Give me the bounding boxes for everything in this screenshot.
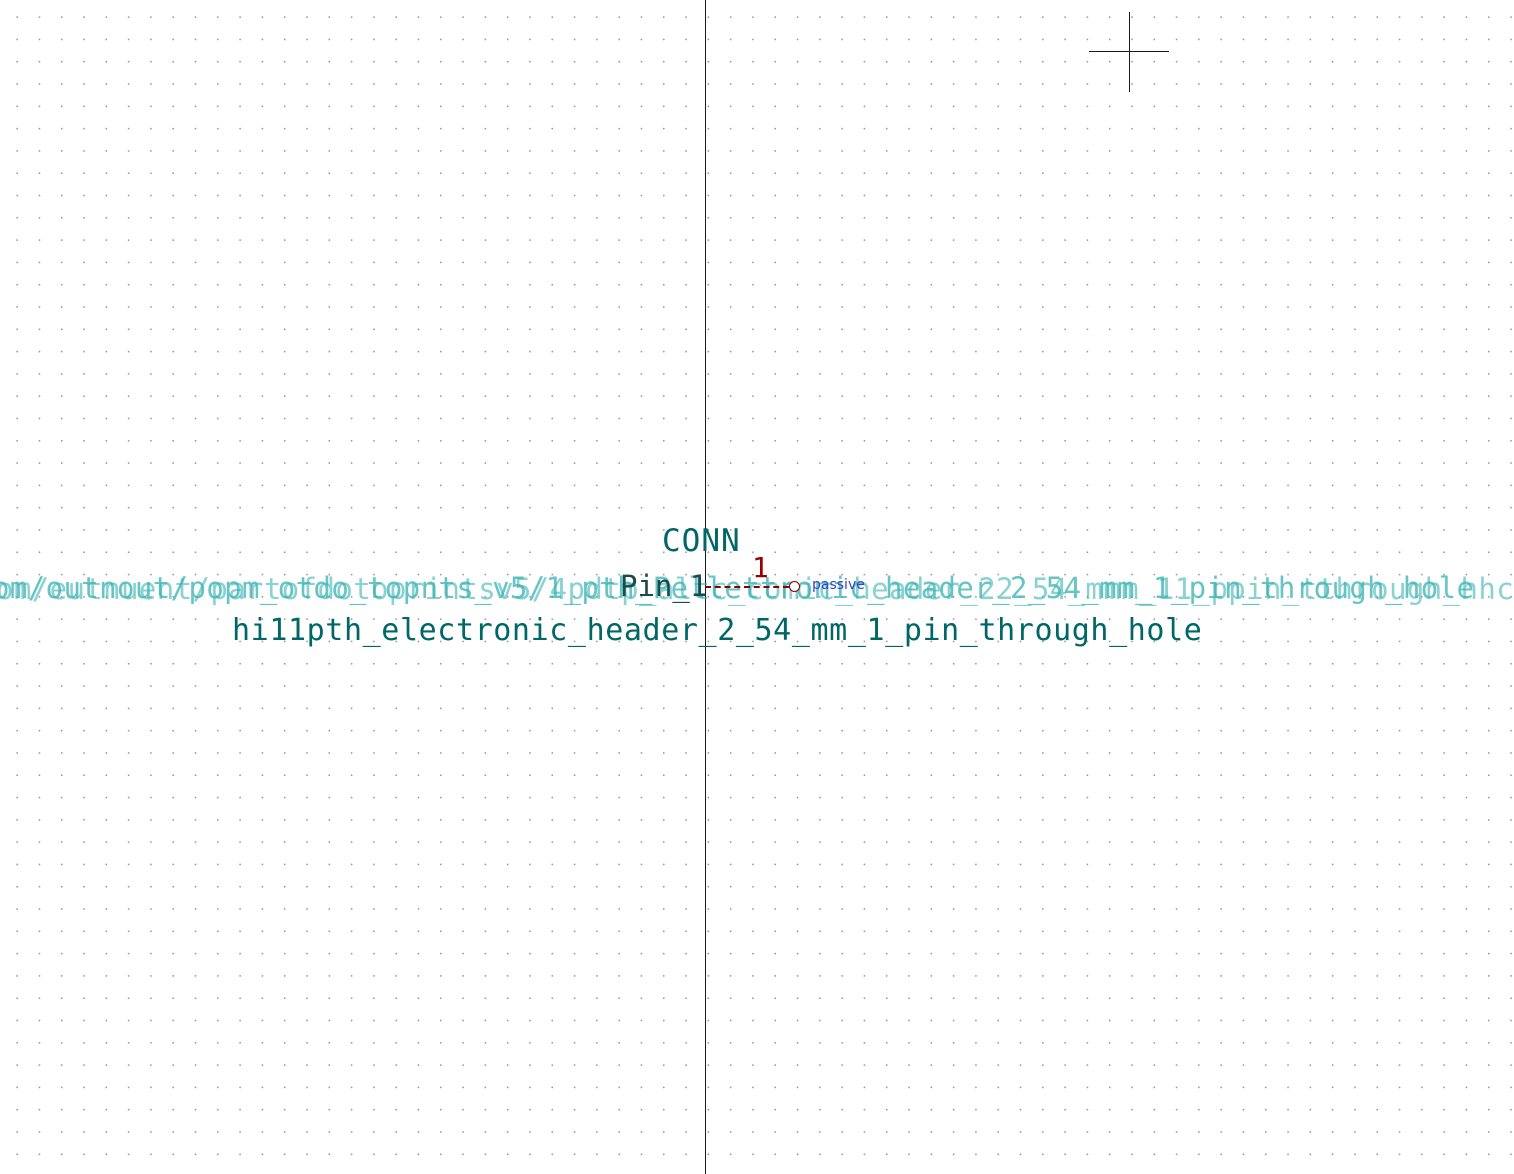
pin-line[interactable] [705, 586, 789, 588]
pin-name: Pin_1 [620, 569, 708, 603]
pin-end-circle-icon [789, 581, 800, 592]
crosshair-vertical-line [1129, 12, 1130, 92]
value-field-text[interactable]: hi11pth_electronic_header_2_54_mm_1_pin_… [232, 613, 1203, 648]
reference-designator[interactable]: CONN [662, 523, 741, 559]
pin-number: 1 [752, 551, 769, 584]
footprint-field-text[interactable]: om/outnout/popm_otdo_topnts_v5/1_pth_Pel… [0, 571, 1475, 605]
datasheet-field-text[interactable]: om/eutnuent/partofdotoprintsv5/4pdtp_alt… [0, 572, 1514, 606]
pin-electrical-type: passive [812, 577, 865, 593]
